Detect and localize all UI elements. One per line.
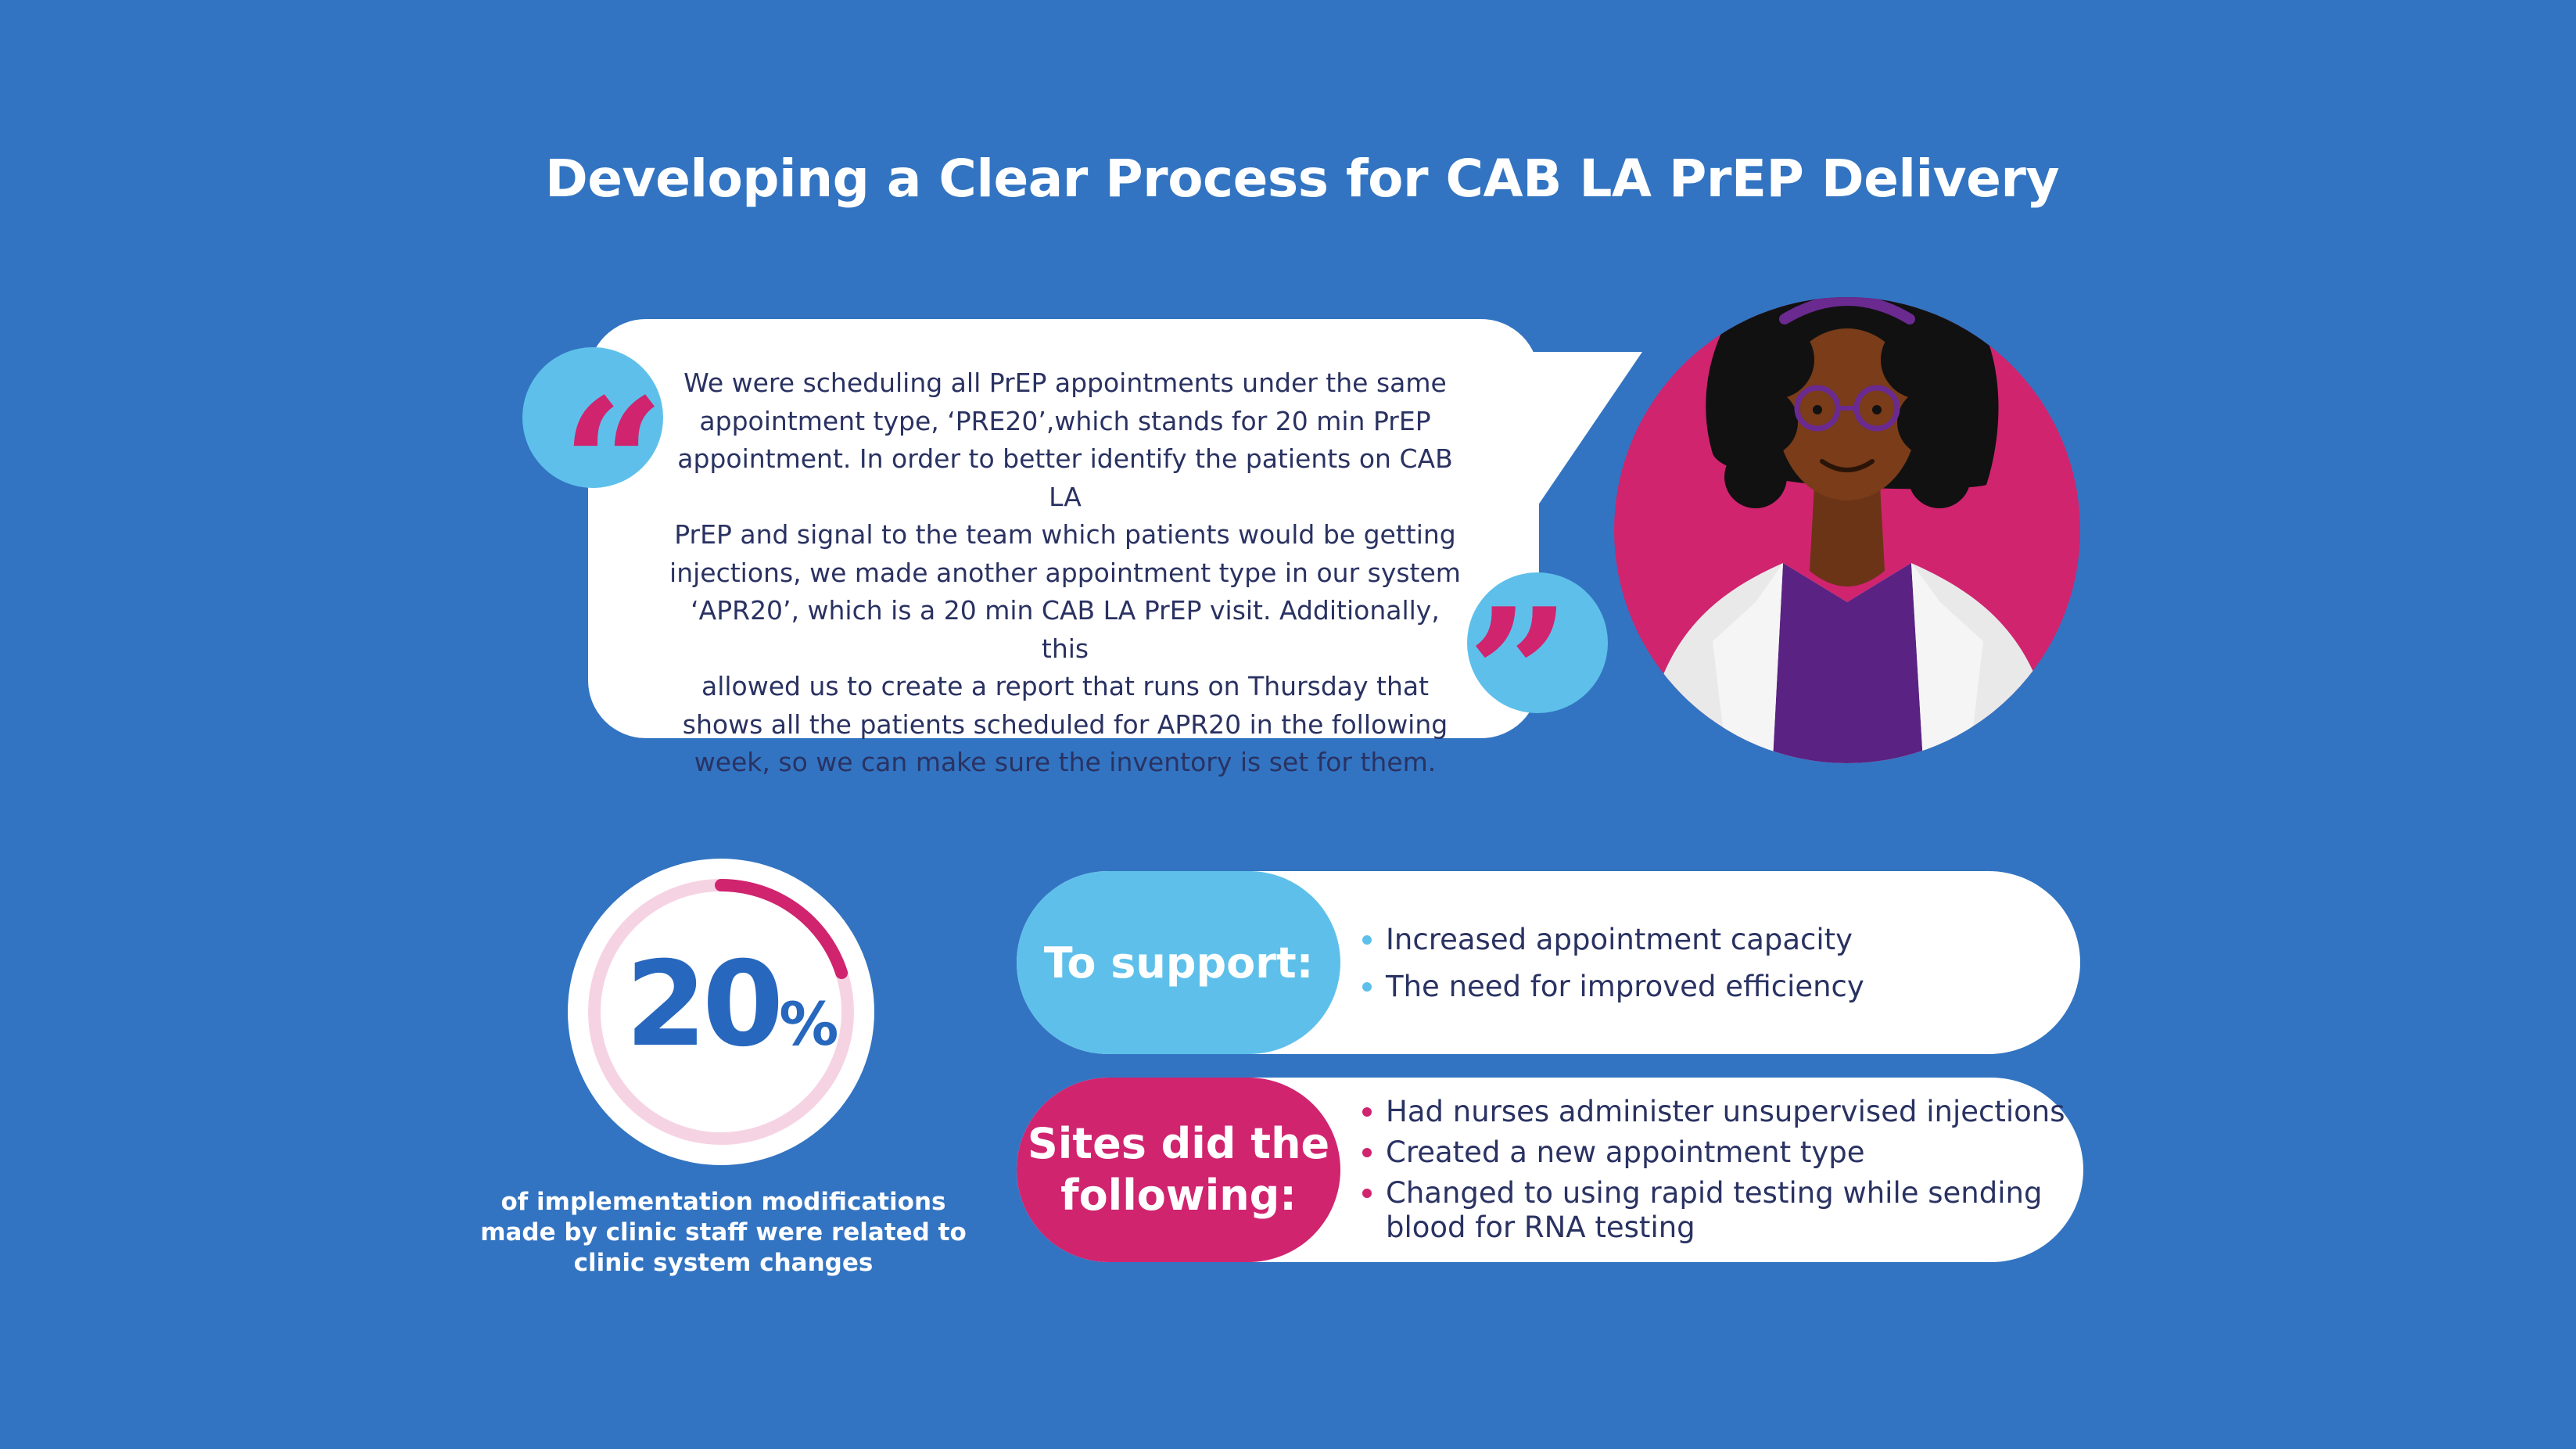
list-item-text: Created a new appointment type — [1386, 1135, 1865, 1169]
list-item: Created a new appointment type — [1359, 1135, 2065, 1170]
stat-caption-line: clinic system changes — [573, 1249, 874, 1277]
stat-caption-line: of implementation modifications — [500, 1188, 946, 1216]
stat-caption-line: made by clinic staff were related to — [480, 1218, 967, 1246]
list-item-text: Changed to using rapid testing while sen… — [1386, 1176, 2043, 1210]
bullet-dot-icon — [1362, 1107, 1372, 1117]
quote-line: appointment. In order to better identify… — [677, 443, 1453, 512]
doctor-avatar-illustration — [1614, 297, 2080, 763]
list-item: Increased appointment capacity — [1359, 916, 1864, 963]
stat-number: 20% — [615, 946, 849, 1083]
quote-line: week, so we can make sure the inventory … — [694, 747, 1437, 777]
list-item-text: blood for RNA testing — [1386, 1210, 1695, 1244]
list-item: The need for improved efficiency — [1359, 963, 1864, 1010]
sites-list: Had nurses administer unsupervised injec… — [1359, 1095, 2065, 1245]
open-quote-icon: “ — [522, 347, 665, 555]
page-title: Developing a Clear Process for CAB LA Pr… — [545, 149, 2059, 209]
support-pill: To support: Increased appointment capaci… — [1017, 871, 2080, 1054]
quote-line: shows all the patients scheduled for APR… — [682, 708, 1448, 740]
list-item-text: Had nurses administer unsupervised injec… — [1386, 1095, 2065, 1128]
stat-progress-fill — [588, 879, 854, 1145]
quote-line: allowed us to create a report that runs … — [701, 671, 1430, 701]
list-item-text: Increased appointment capacity — [1386, 923, 1853, 956]
bullet-dot-icon — [1362, 1148, 1372, 1157]
quote-text: We were scheduling all PrEP appointments… — [669, 364, 1461, 782]
list-item: Had nurses administer unsupervised injec… — [1359, 1095, 2065, 1129]
support-label: To support: — [1017, 871, 1340, 1054]
sites-label-line: Sites did the — [1027, 1119, 1330, 1168]
sites-label-line: following: — [1060, 1171, 1297, 1220]
close-quote-icon: ” — [1467, 572, 1608, 765]
stat-progress-ring — [568, 859, 874, 1165]
list-item: Changed to using rapid testing while sen… — [1359, 1176, 2065, 1245]
quote-line: PrEP and signal to the team which patien… — [674, 519, 1456, 550]
stat-value: 20 — [625, 937, 784, 1073]
quote-line: ‘APR20’, which is a 20 min CAB LA PrEP v… — [691, 595, 1440, 664]
bullet-dot-icon — [1362, 935, 1372, 945]
sites-pill: Sites did the following: Had nurses admi… — [1017, 1078, 2083, 1262]
stat-caption: of implementation modifications made by … — [469, 1187, 978, 1279]
bullet-dot-icon — [1362, 1189, 1372, 1198]
quote-line: injections, we made another appointment … — [669, 557, 1461, 588]
stat-unit: % — [779, 989, 839, 1059]
sites-label: Sites did the following: — [1017, 1078, 1340, 1262]
quote-bubble — [588, 319, 1539, 738]
list-item-text: The need for improved efficiency — [1386, 970, 1864, 1003]
quote-line: appointment type, ‘PRE20’,which stands f… — [699, 405, 1431, 436]
bullet-dot-icon — [1362, 982, 1372, 992]
support-list: Increased appointment capacity The need … — [1359, 916, 1864, 1010]
quote-line: We were scheduling all PrEP appointments… — [683, 368, 1447, 398]
